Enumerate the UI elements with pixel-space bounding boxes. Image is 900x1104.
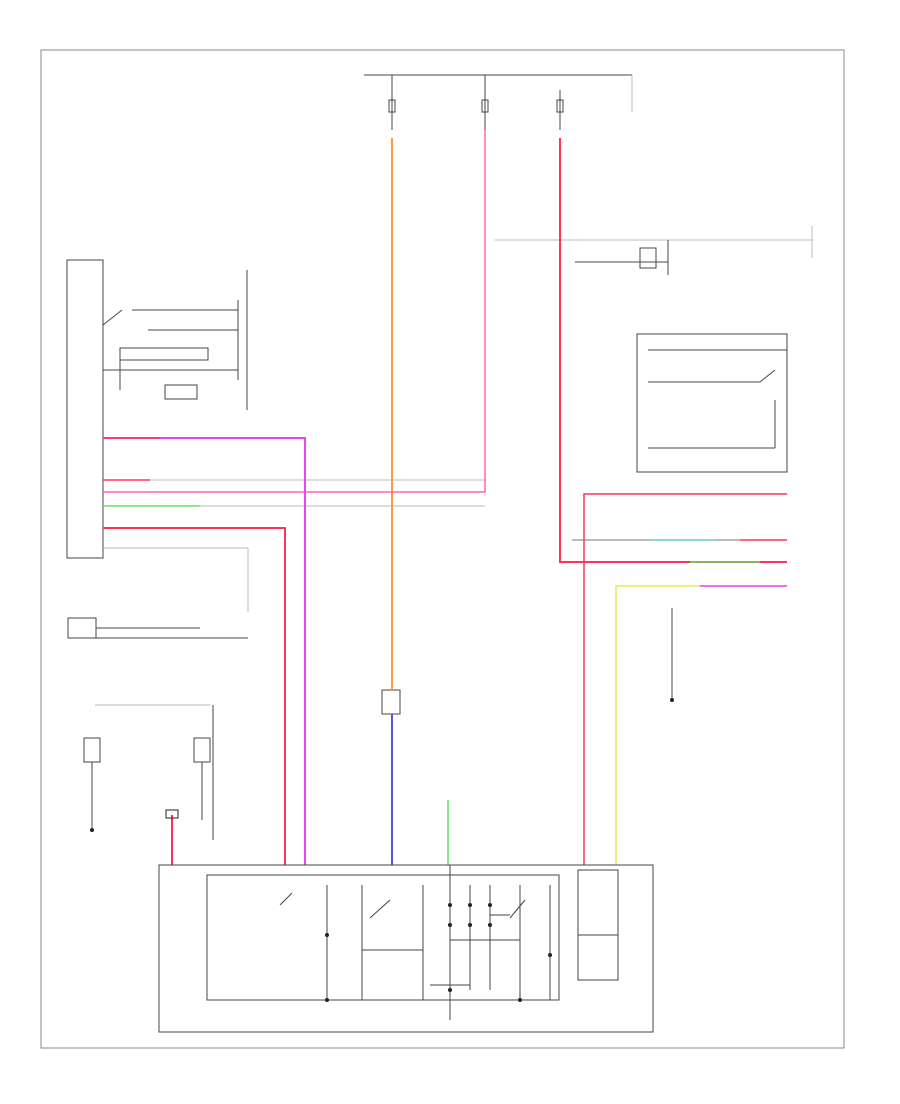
wire-yellow [615, 585, 787, 865]
center-connector [381, 689, 401, 715]
fuse-center [481, 75, 489, 130]
wire-pink [103, 130, 486, 493]
left-seat-element [102, 270, 248, 410]
wire-magenta [103, 437, 306, 865]
left-lower-components [67, 617, 248, 840]
diagram-frame [40, 49, 845, 1049]
right-seat-heater-module [636, 333, 788, 473]
seat-heater-switch [158, 864, 654, 1033]
left-seat-heater-module [66, 259, 104, 559]
right-connector-wires [572, 539, 787, 587]
wire-red-right [583, 493, 787, 865]
right-ground [670, 608, 674, 702]
wire-red-left [103, 527, 286, 865]
power-bus [364, 74, 633, 112]
connector-stub [165, 809, 179, 819]
left-connector-wires [103, 479, 485, 612]
fuse-right [556, 90, 564, 130]
left-connector-colored [103, 437, 200, 507]
right-relay [495, 226, 813, 275]
fuse-left [388, 75, 396, 130]
